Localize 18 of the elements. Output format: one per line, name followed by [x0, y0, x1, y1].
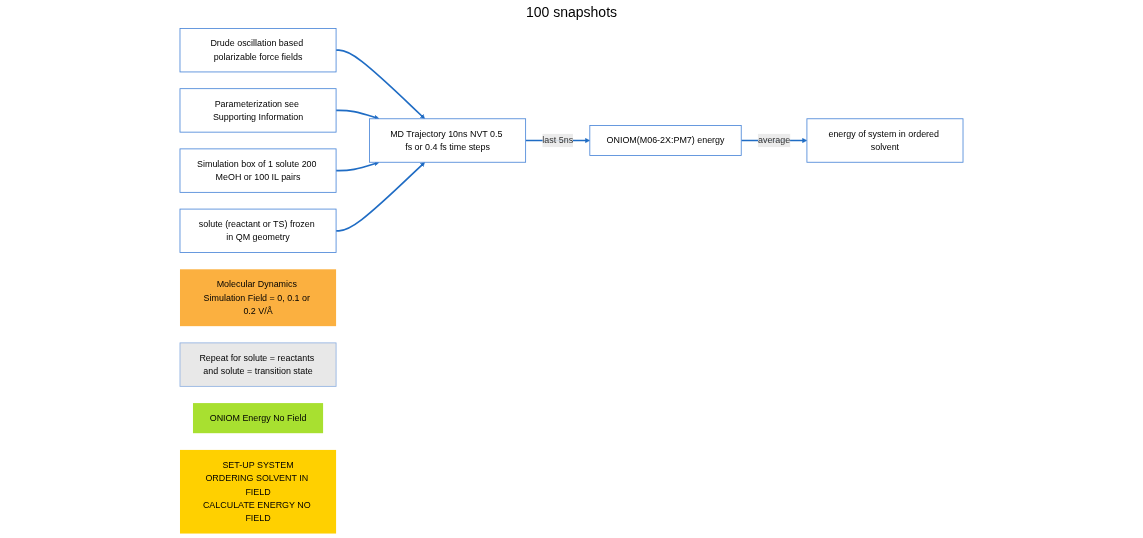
arrow	[335, 161, 380, 172]
node-box: Simulation box of 1 solute 200 MeOH or 100 IL pairs	[179, 148, 337, 193]
node-box: ONIOM Energy No Field	[193, 403, 324, 434]
node-box: Parameterization see Supporting Information	[179, 88, 337, 133]
node-box: solute (reactant or TS) frozen in QM geometry	[179, 208, 337, 253]
node-box: energy of system in ordered solvent	[806, 118, 964, 163]
arrow	[335, 49, 425, 119]
note-text: 100 snapshots	[525, 4, 618, 20]
edge-label: last 5ns	[542, 135, 574, 145]
node-box: ONIOM(M06-2X:PM7) energy	[589, 125, 742, 156]
edge-label: average	[757, 135, 791, 145]
arrow	[335, 109, 380, 120]
node-box: SET-UP SYSTEM ORDERING SOLVENT IN FIELD CALCULATE ENERGY NO FIELD	[180, 449, 337, 534]
arrow	[335, 162, 425, 232]
node-box: Drude oscillation based polarizable force fields	[179, 28, 337, 73]
node-box: Repeat for solute = reactants and solute = transition state	[179, 342, 337, 387]
node-box: MD Trajectory 10ns NVT 0.5 fs or 0.4 fs time steps	[369, 118, 527, 163]
node-box: Molecular Dynamics Simulation Field = 0, 0.1 or 0.2 V/Å	[180, 269, 337, 327]
